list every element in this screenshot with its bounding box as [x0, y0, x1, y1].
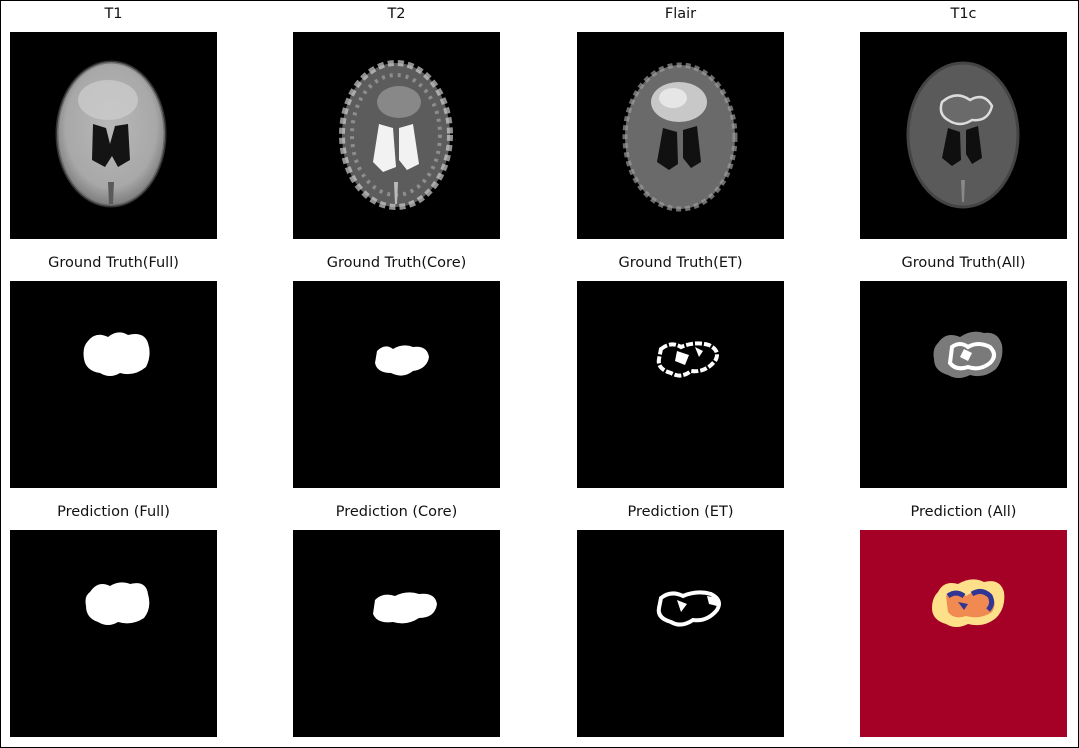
t1-mri-image [10, 32, 217, 239]
panel-title: Prediction (Full) [57, 504, 170, 520]
panel-title: Ground Truth(Full) [48, 255, 179, 271]
gt-full-mask [10, 281, 217, 488]
panel-title: T1 [104, 6, 123, 22]
pred-full-mask [10, 530, 217, 737]
t2-mri-image [293, 32, 500, 239]
panel-title: Flair [664, 6, 697, 22]
panel-title: T2 [387, 6, 406, 22]
t1c-mri-image [860, 32, 1067, 239]
panel-title: T1c [950, 6, 977, 22]
panel-title: Ground Truth(ET) [618, 255, 743, 271]
panel-title: Ground Truth(Core) [326, 255, 467, 271]
panel-title: Ground Truth(All) [901, 255, 1026, 271]
flair-mri-image [577, 32, 784, 239]
gt-et-mask [577, 281, 784, 488]
gt-all-mask [860, 281, 1067, 488]
panel-title: Prediction (All) [910, 504, 1017, 520]
pred-et-mask [577, 530, 784, 737]
panel-title: Prediction (ET) [627, 504, 734, 520]
panel-title: Prediction (Core) [335, 504, 458, 520]
pred-all-mask [860, 530, 1067, 737]
gt-core-mask [293, 281, 500, 488]
pred-core-mask [293, 530, 500, 737]
